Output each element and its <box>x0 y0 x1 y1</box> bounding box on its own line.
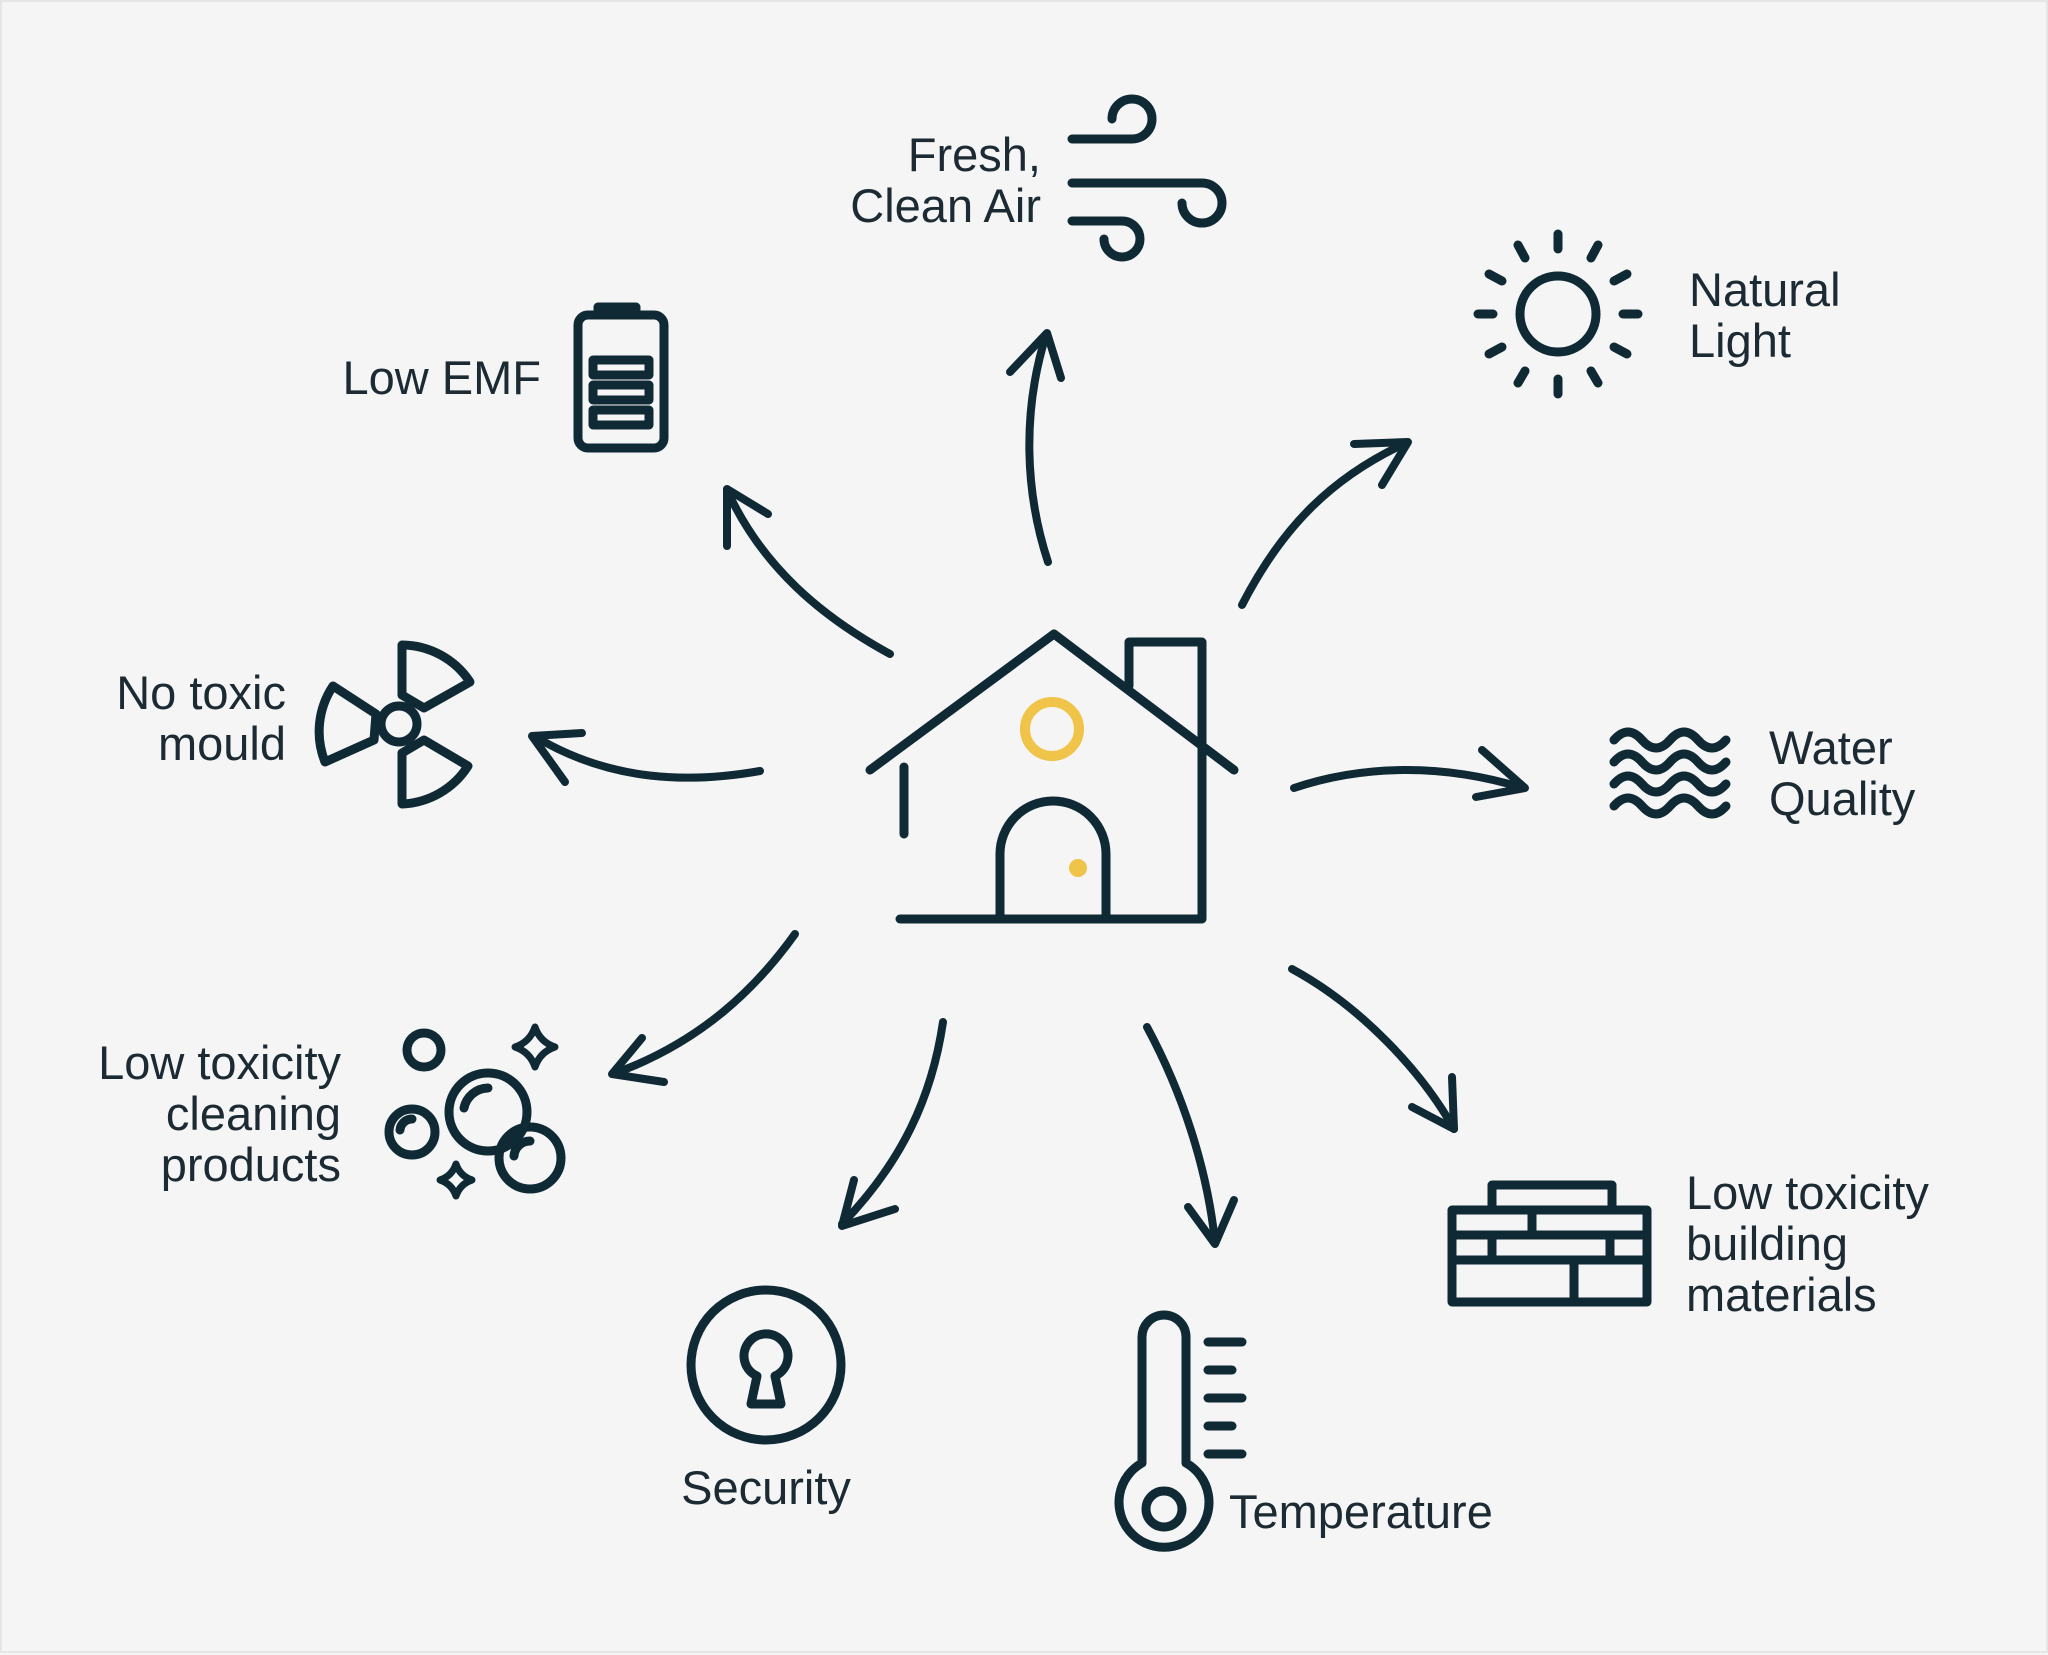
label-natural-light: Natural Light <box>1689 264 1841 366</box>
thermometer-icon <box>1114 1310 1247 1552</box>
label-low-toxicity-building-materials: Low toxicity building materials <box>1686 1167 1929 1320</box>
label-no-toxic-mould: No toxic mould <box>116 667 286 769</box>
bubbles-icon <box>384 1023 566 1200</box>
label-low-toxicity-cleaning-products: Low toxicity cleaning products <box>98 1037 341 1190</box>
house-icon <box>865 629 1239 924</box>
arrow-security <box>838 1018 947 1230</box>
label-low-emf: Low EMF <box>343 352 542 403</box>
label-line: Natural <box>1689 263 1841 316</box>
label-fresh-clean-air: Fresh, Clean Air <box>850 129 1041 231</box>
waves-icon <box>1609 727 1731 819</box>
label-line: No toxic <box>116 666 286 719</box>
label-water-quality: Water Quality <box>1769 722 1915 824</box>
label-line: Low EMF <box>342 351 542 404</box>
label-line: Quality <box>1769 772 1916 825</box>
arrow-materials <box>1288 965 1458 1133</box>
arrow-cleaning <box>608 930 799 1086</box>
battery-icon <box>573 302 669 453</box>
brick-wall-icon <box>1447 1180 1652 1307</box>
label-line: building <box>1686 1217 1849 1270</box>
wind-icon <box>1067 94 1227 262</box>
arrow-water <box>1290 746 1529 801</box>
label-line: Clean Air <box>850 179 1041 232</box>
label-line: Low toxicity <box>1686 1166 1929 1219</box>
arrow-emf <box>723 485 894 658</box>
label-line: Water <box>1769 721 1893 774</box>
arrow-mould <box>528 729 764 786</box>
arrow-temperature <box>1143 1023 1238 1248</box>
radiation-icon <box>314 640 475 809</box>
label-line: Security <box>681 1461 851 1514</box>
arrow-light <box>1238 438 1412 609</box>
sun-icon <box>1473 229 1643 399</box>
arrow-air <box>1006 329 1065 566</box>
label-line: materials <box>1686 1268 1877 1321</box>
label-line: Fresh, <box>907 128 1041 181</box>
arrows <box>528 329 1529 1248</box>
label-line: Low toxicity <box>98 1036 341 1089</box>
label-temperature: Temperature <box>1229 1486 1493 1537</box>
label-line: cleaning <box>165 1087 341 1140</box>
keyhole-icon <box>686 1285 846 1445</box>
label-line: Temperature <box>1229 1485 1493 1538</box>
label-line: Light <box>1689 314 1791 367</box>
label-security: Security <box>666 1462 866 1513</box>
label-line: mould <box>157 717 286 770</box>
label-line: products <box>160 1138 341 1191</box>
